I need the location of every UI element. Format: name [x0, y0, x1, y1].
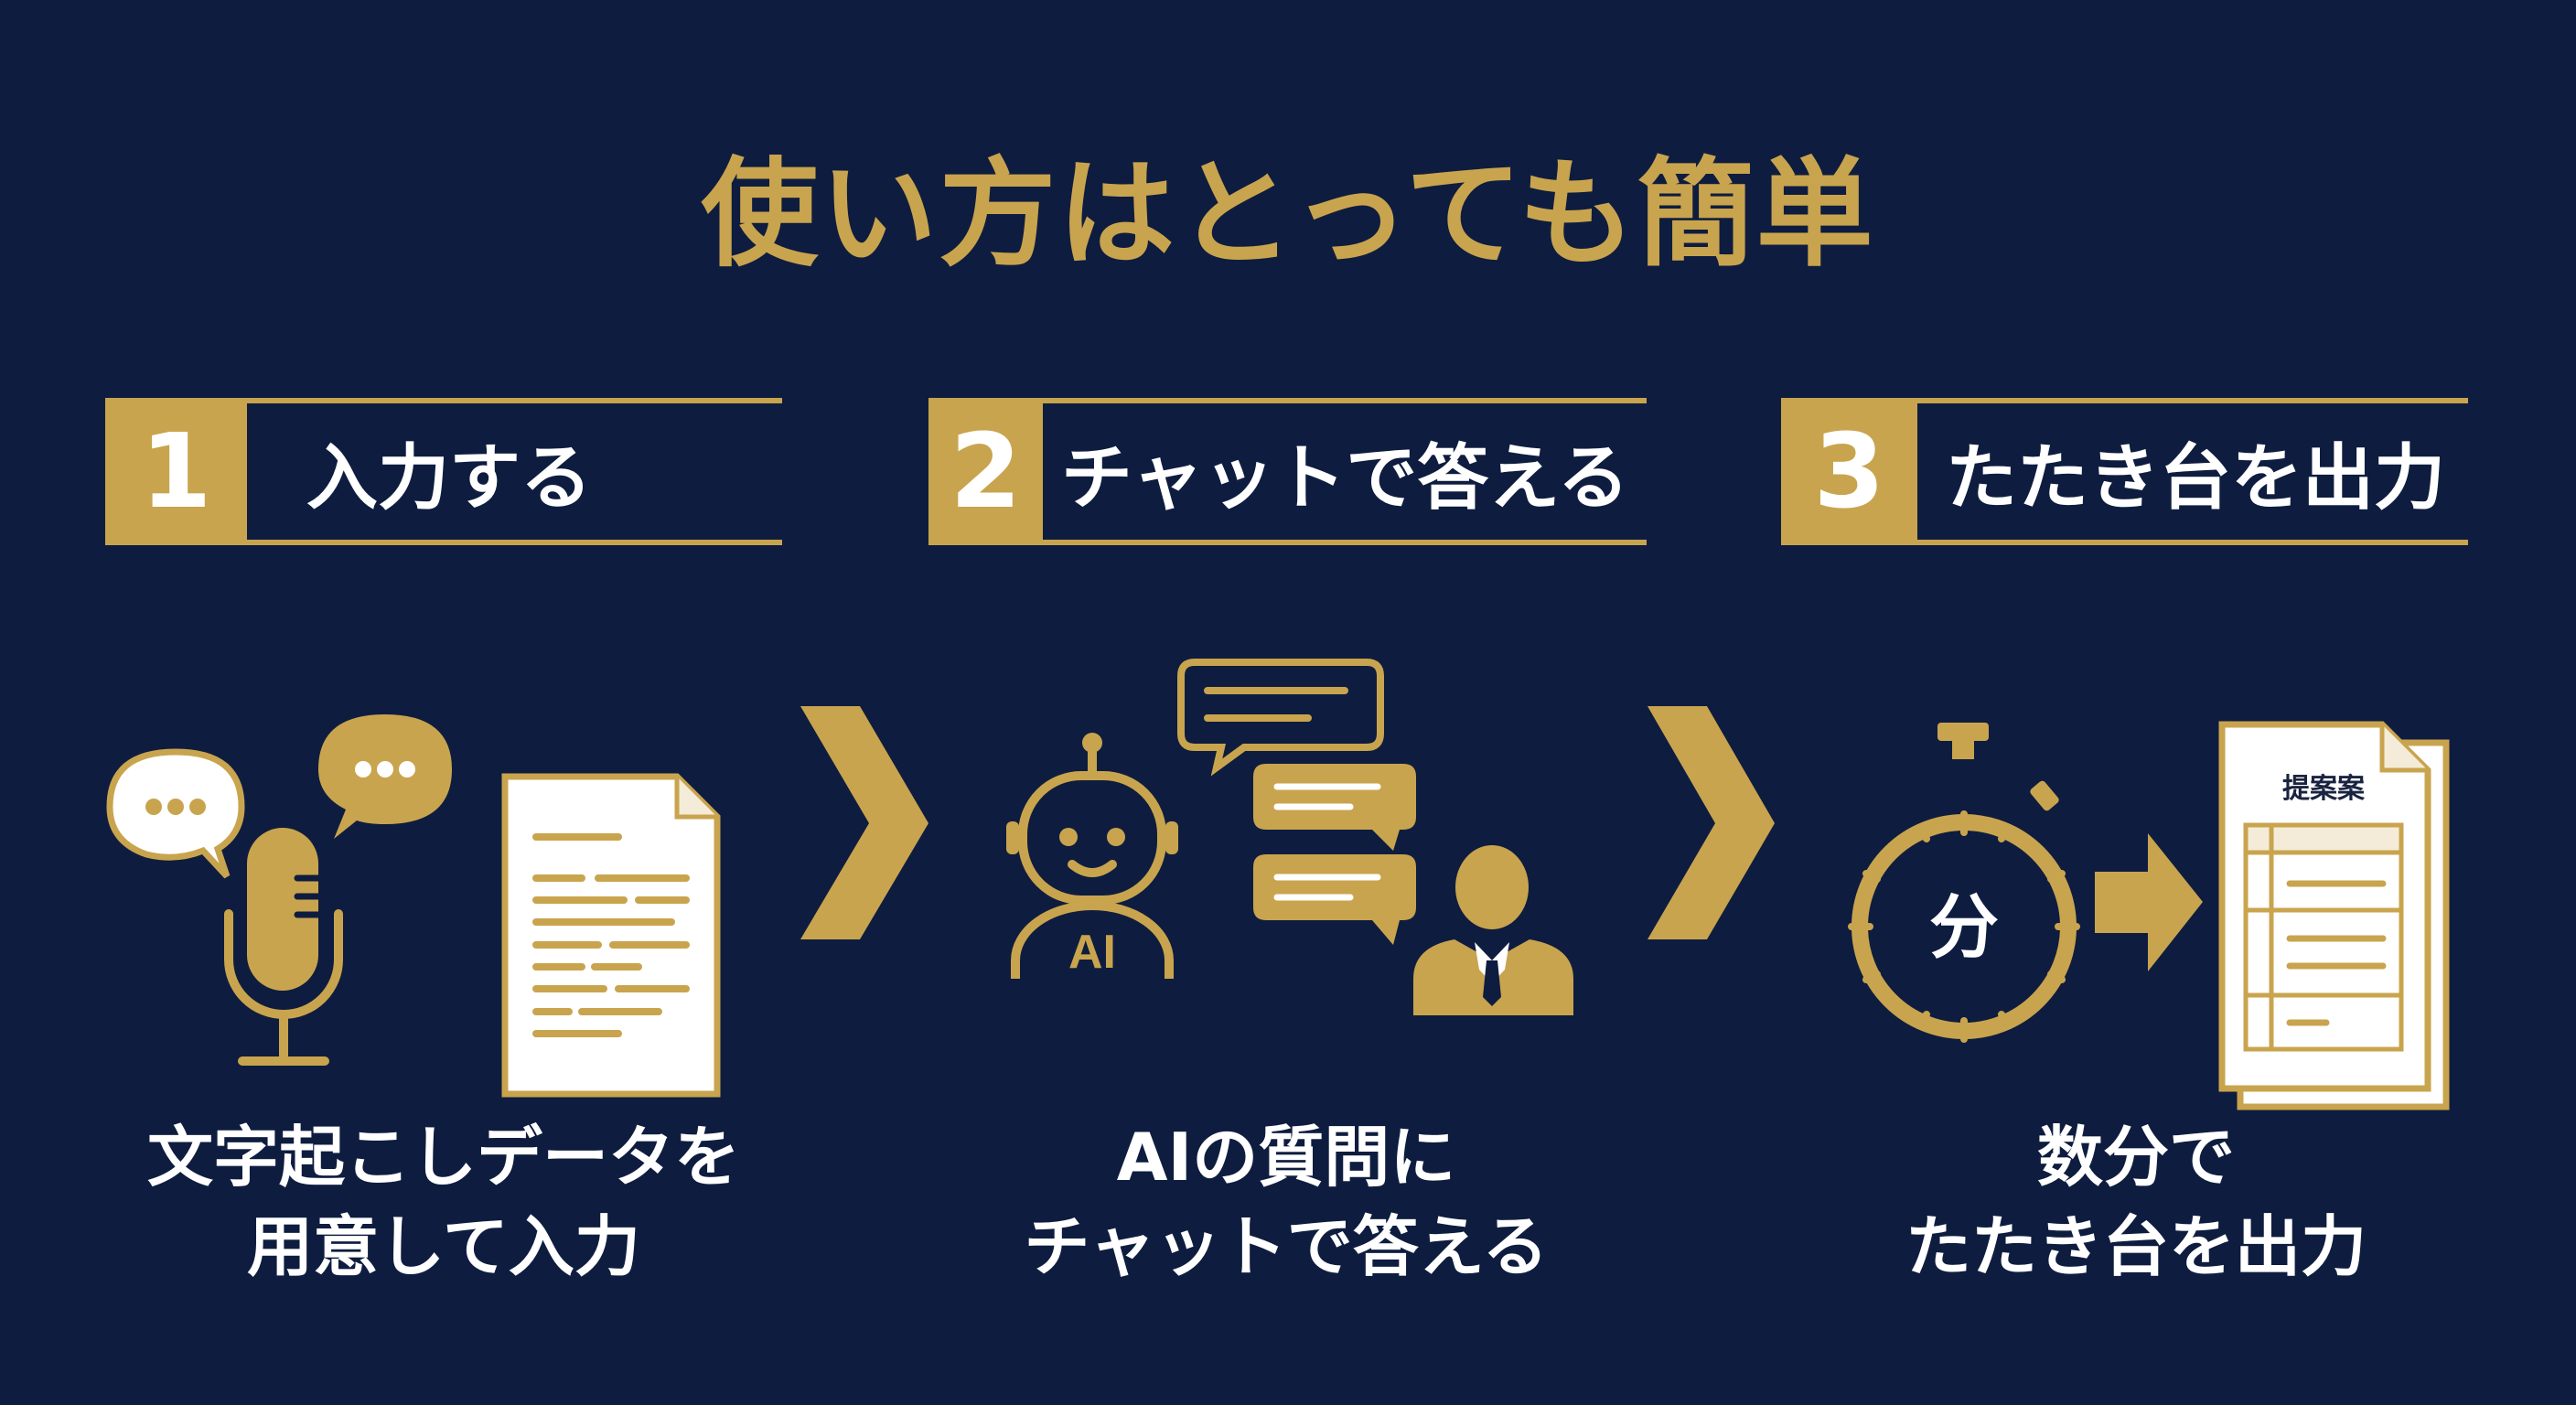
caption-line: 文字起こしデータを [146, 1119, 740, 1196]
caption-line: 用意して入力 [247, 1208, 640, 1285]
caption-line: 数分で [2036, 1119, 2235, 1196]
arrow-right-icon [2095, 833, 2203, 971]
microphone-icon [224, 828, 343, 1066]
caption-line: チャットで答える [1024, 1208, 1549, 1285]
step-1-caption: 文字起こしデータを 用意して入力 [78, 1112, 810, 1292]
chat-bubble-icon [1253, 854, 1416, 945]
chevron-right-icon [800, 706, 928, 939]
step-2-caption: AIの質問に チャットで答える [920, 1112, 1652, 1292]
step-3-header: 3 たたき台を出力 [1781, 398, 2468, 545]
businessperson-icon [1413, 845, 1573, 1015]
transcript-document-icon [501, 773, 721, 1098]
chevron-right-icon [1648, 706, 1775, 939]
step-2-header: 2 チャットで答える [928, 398, 1647, 545]
divider [1917, 540, 2468, 545]
divider [1043, 398, 1647, 403]
step-label: 入力する [306, 436, 593, 520]
step-number: 1 [105, 398, 247, 545]
chat-bubble-outline-icon [1177, 659, 1384, 777]
gold-speech-bubble-icon [318, 714, 452, 839]
robot-ai-label: AI [1068, 926, 1116, 979]
divider [1043, 540, 1647, 545]
step-label: たたき台を出力 [1946, 436, 2446, 520]
step-number: 3 [1781, 398, 1917, 545]
divider [247, 398, 782, 403]
proposal-doc-title: 提案案 [2282, 773, 2366, 805]
step-1-header: 1 入力する [105, 398, 782, 545]
step-number: 2 [928, 398, 1043, 545]
page-title: 使い方はとっても簡単 [701, 146, 1875, 283]
chat-bubble-icon [1253, 764, 1416, 851]
caption-line: たたき台を出力 [1905, 1208, 2367, 1285]
divider [1917, 398, 2468, 403]
step-3-caption: 数分で たたき台を出力 [1770, 1112, 2502, 1292]
caption-line: AIの質問に [1116, 1119, 1456, 1196]
stopwatch-icon [1848, 723, 2080, 1043]
white-speech-bubble-icon [106, 748, 245, 879]
step-label: チャットで答える [1061, 436, 1629, 520]
stopwatch-minute-label: 分 [1929, 886, 1999, 968]
proposal-document-icon [2218, 721, 2450, 1110]
ai-robot-icon [1006, 733, 1178, 979]
divider [247, 540, 782, 545]
